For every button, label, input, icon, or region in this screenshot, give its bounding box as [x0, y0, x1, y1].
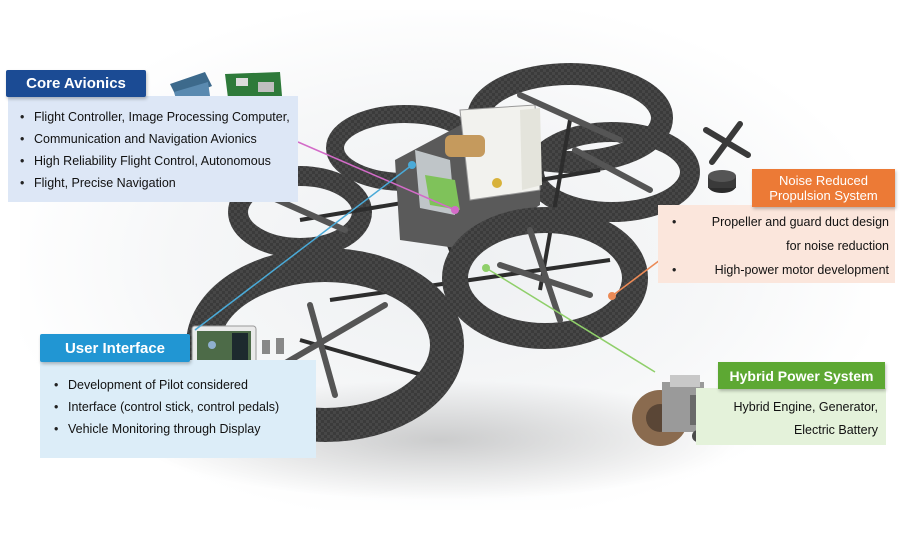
user-interface-item: Vehicle Monitoring through Display	[46, 418, 310, 440]
noise-reduced-item-cont: for noise reduction	[786, 239, 889, 253]
user-interface-item: Development of Pilot considered	[46, 374, 310, 396]
noise-reduced-title-line2: Propulsion System	[769, 188, 878, 203]
noise-reduced-title-text: Noise Reduced Propulsion System	[769, 173, 877, 203]
core-avionics-panel: Flight Controller, Image Processing Comp…	[8, 96, 298, 202]
hybrid-power-line: Hybrid Engine, Generator,	[733, 400, 878, 414]
duct-mid-left	[228, 166, 372, 258]
core-avionics-item-cont: Communication and Navigation Avionics	[12, 128, 292, 150]
noise-reduced-title-line1: Noise Reduced	[779, 173, 868, 188]
hybrid-power-panel: Hybrid Engine, Generator, Electric Batte…	[696, 388, 886, 445]
noise-reduced-title: Noise Reduced Propulsion System	[752, 169, 895, 207]
user-interface-panel: Development of Pilot considered Interfac…	[40, 360, 316, 458]
noise-reduced-item: Propeller and guard duct design	[664, 210, 889, 234]
hybrid-power-title: Hybrid Power System	[718, 362, 885, 389]
user-interface-item-text: Interface (control stick, control pedals…	[68, 400, 280, 414]
core-avionics-list: Flight Controller, Image Processing Comp…	[12, 106, 292, 194]
user-interface-list: Development of Pilot considered Interfac…	[46, 374, 310, 440]
noise-reduced-item: High-power motor development	[664, 258, 889, 282]
tablet-display-part	[191, 325, 284, 369]
motor-propeller-part	[703, 121, 751, 193]
noise-reduced-panel: Propeller and guard duct design for nois…	[658, 205, 895, 283]
user-interface-title: User Interface	[40, 334, 190, 362]
noise-reduced-list: Propeller and guard duct design for nois…	[664, 210, 889, 282]
leader-lines	[194, 141, 661, 373]
hybrid-power-line: Electric Battery	[793, 423, 878, 437]
core-avionics-item-text: Communication and Navigation Avionics	[34, 132, 257, 146]
user-interface-item-cont: Interface (control stick, control pedals…	[46, 396, 310, 418]
core-avionics-item-text: Flight, Precise Navigation	[34, 176, 176, 190]
core-avionics-item: Flight Controller, Image Processing Comp…	[12, 106, 292, 128]
core-avionics-item: High Reliability Flight Control, Autonom…	[12, 150, 292, 172]
core-avionics-title: Core Avionics	[6, 70, 146, 97]
core-avionics-item-cont: Flight, Precise Navigation	[12, 172, 292, 194]
